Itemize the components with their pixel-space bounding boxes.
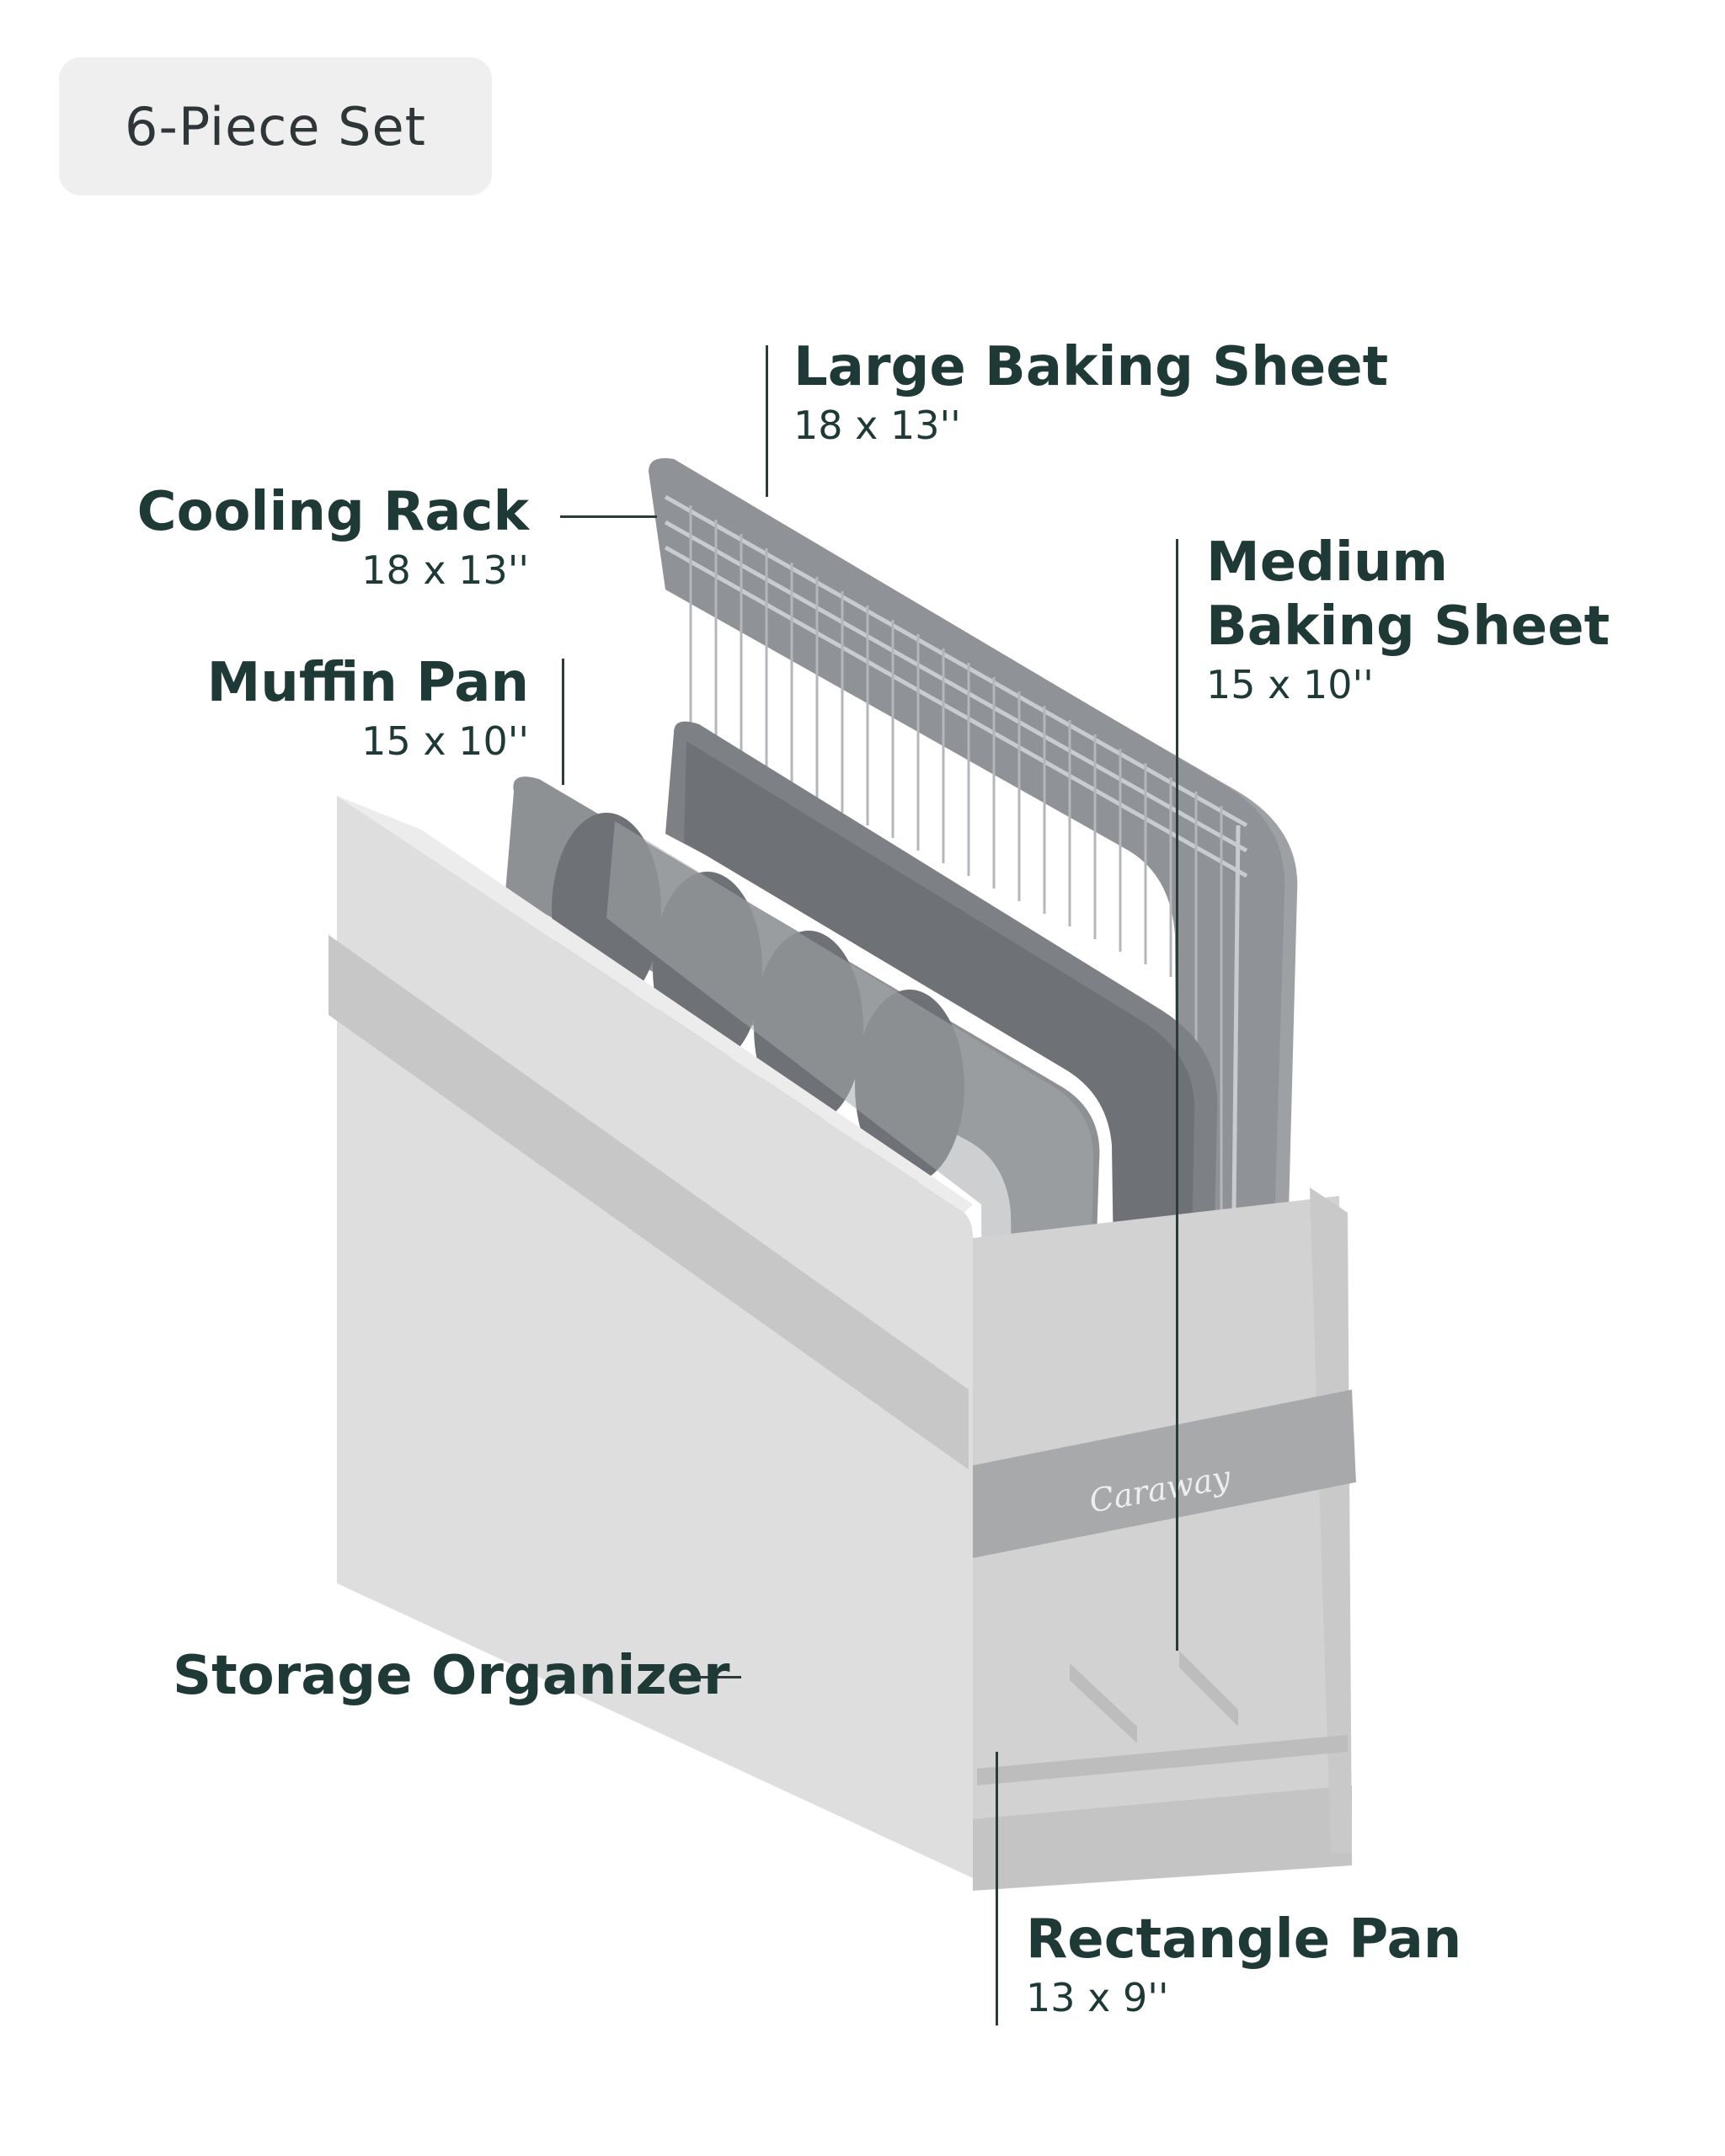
label-muffin-pan: Muffin Pan 15 x 10'' [207,651,529,767]
label-cooling-rack: Cooling Rack 18 x 13'' [137,480,529,596]
label-rectangle-pan: Rectangle Pan 13 x 9'' [1026,1908,1461,2024]
medium-baking-sheet-name-line2: Baking Sheet [1206,595,1610,658]
rectangle-pan-size: 13 x 9'' [1026,1975,1169,2020]
large-baking-sheet-size: 18 x 13'' [793,403,961,448]
label-large-baking-sheet: Large Baking Sheet 18 x 13'' [793,335,1388,451]
leader-line-cooling-rack [560,515,657,518]
cooling-rack-name: Cooling Rack [136,481,529,543]
label-medium-baking-sheet: Medium Baking Sheet 15 x 10'' [1206,531,1610,711]
muffin-pan-size: 15 x 10'' [361,718,529,764]
badge-text: 6-Piece Set [125,95,426,157]
storage-organizer-name: Storage Organizer [173,1645,730,1707]
rectangle-pan-name: Rectangle Pan [1026,1908,1462,1971]
label-storage-organizer: Storage Organizer [173,1644,730,1708]
leader-line-muffin-pan [562,659,564,785]
rectangle-pan [606,821,1094,1743]
leader-line-storage-organizer [689,1676,741,1678]
medium-baking-sheet-name-line1: Medium [1206,531,1449,594]
leader-line-rectangle-pan [996,1752,998,2025]
set-size-badge: 6-Piece Set [59,57,492,195]
leader-line-large-baking-sheet [766,345,768,497]
medium-baking-sheet [665,721,1218,1710]
leader-line-medium-baking-sheet [1176,539,1178,1651]
large-baking-sheet-name: Large Baking Sheet [793,336,1389,398]
muffin-pan-name: Muffin Pan [206,652,529,714]
cooling-rack-size: 18 x 13'' [361,547,529,593]
medium-baking-sheet-size: 15 x 10'' [1206,662,1374,707]
